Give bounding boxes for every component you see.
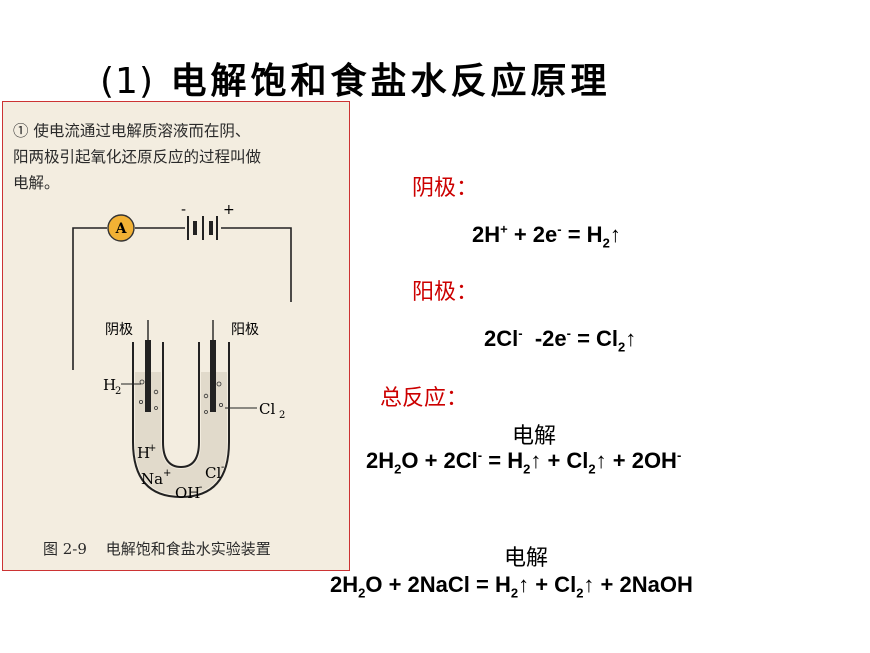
svg-text:+: + <box>163 468 171 479</box>
figure-caption-number: 图 2-9 <box>43 540 87 558</box>
svg-text:2: 2 <box>279 410 285 421</box>
h-ion-label: H <box>137 444 150 462</box>
ammeter-icon <box>107 214 135 242</box>
svg-text:-: - <box>199 482 202 493</box>
total-reaction-heading: 总反应： <box>380 386 469 411</box>
cl2-gas-label: Cl <box>259 400 275 418</box>
na-ion-label: Na <box>141 470 163 488</box>
battery-icon <box>187 216 218 240</box>
textbook-figure: ① 使电流通过电解质溶液而在阴、 阳两极引起氧化还原反应的过程叫做 电解。 A … <box>2 101 350 571</box>
title-number: (1) <box>100 61 154 102</box>
cathode-heading: 阴极： <box>412 176 479 201</box>
figure-intro: ① 使电流通过电解质溶液而在阴、 阳两极引起氧化还原反应的过程叫做 电解。 <box>13 118 343 196</box>
cl-ion-label: Cl <box>205 464 221 482</box>
electrolysis-condition-2: 电解 <box>504 546 549 571</box>
cathode-rod <box>145 340 151 412</box>
svg-text:+: + <box>148 443 156 454</box>
svg-text:A: A <box>115 221 128 237</box>
electrolysis-apparatus-diagram: A - + 阴极 阳极 <box>72 202 292 502</box>
total-molecular-equation: 2H2O + 2NaCl = H2↑ + Cl2↑ + 2NaOH <box>330 572 693 601</box>
figure-intro-line: 电解。 <box>13 174 60 192</box>
figure-caption-text: 电解饱和食盐水实验装置 <box>105 540 271 558</box>
figure-intro-line: 阳两极引起氧化还原反应的过程叫做 <box>13 148 262 166</box>
cathode-label: 阴极 <box>105 322 133 338</box>
page-title: (1) 电解饱和食盐水反应原理 <box>100 52 611 104</box>
anode-heading: 阳极： <box>412 280 479 305</box>
anode-label: 阳极 <box>231 322 259 338</box>
cathode-equation: 2H+ + 2e- = H2↑ <box>472 221 621 251</box>
total-ionic-equation: 2H2O + 2Cl- = H2↑ + Cl2↑ + 2OH- <box>366 447 682 477</box>
svg-text:+: + <box>223 202 235 218</box>
h2-gas-label: H <box>103 376 116 394</box>
title-text: 电解饱和食盐水反应原理 <box>170 61 611 102</box>
figure-intro-line: ① 使电流通过电解质溶液而在阴、 <box>13 122 251 140</box>
svg-text:-: - <box>221 462 224 473</box>
figure-caption: 图 2-9 电解饱和食盐水实验装置 <box>43 538 285 559</box>
svg-text:-: - <box>181 202 186 218</box>
svg-text:2: 2 <box>115 386 121 397</box>
oh-ion-label: OH <box>175 484 200 502</box>
electrolysis-condition-1: 电解 <box>512 424 557 449</box>
anode-equation: 2Cl- -2e- = Cl2↑ <box>484 325 637 355</box>
anode-rod <box>210 340 216 412</box>
